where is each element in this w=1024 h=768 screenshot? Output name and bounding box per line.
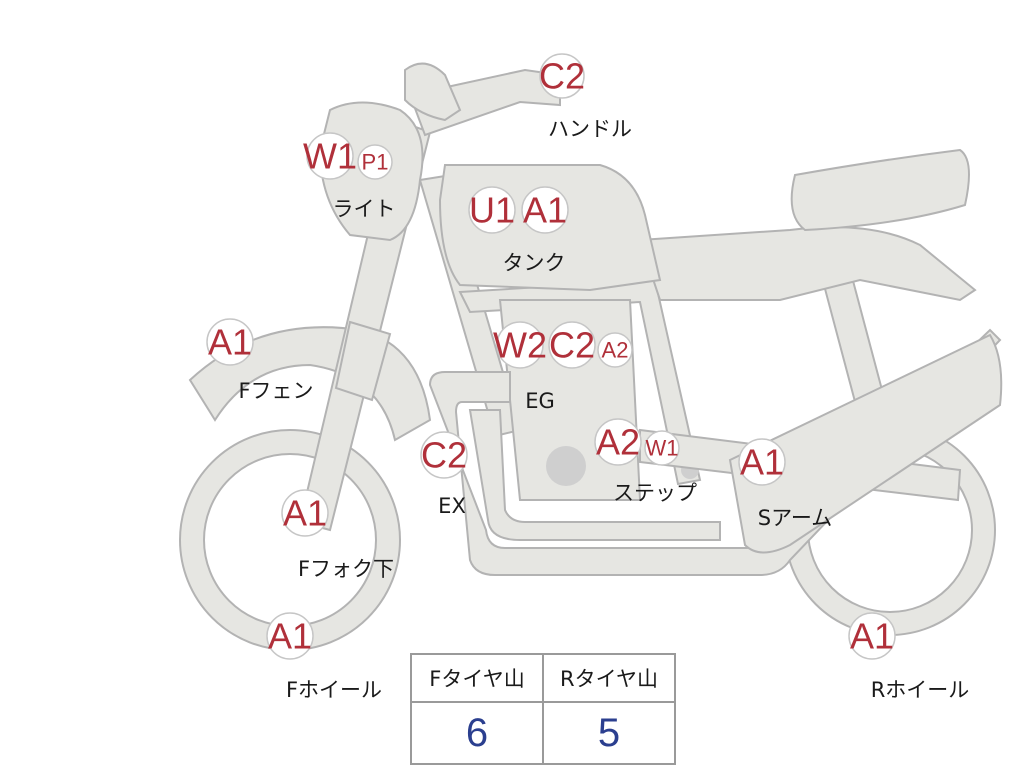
part-group-sarm: A1 Sアーム — [738, 438, 832, 530]
ex-badge: C2 — [420, 431, 468, 479]
part-group-ex: C2 EX — [420, 431, 468, 518]
seat-tail-shape — [638, 226, 977, 302]
svg-text:A2: A2 — [596, 422, 640, 463]
fork-bracket-shape — [334, 320, 392, 402]
part-group-ffender: A1 Fフェン — [206, 318, 314, 403]
part-group-handle: C2 ハンドル — [539, 53, 632, 141]
sarm-badge: A1 — [738, 438, 786, 486]
tank-label: タンク — [503, 251, 566, 275]
ffork-badge: A1 — [281, 489, 329, 537]
sarm-label: Sアーム — [758, 506, 832, 530]
svg-text:A1: A1 — [740, 442, 784, 483]
engine-cover-detail — [546, 446, 586, 486]
ffork-label: Fフォク下 — [298, 557, 394, 581]
front-wheel-inner — [203, 453, 377, 627]
svg-text:U1: U1 — [469, 190, 515, 231]
svg-text:C2: C2 — [549, 325, 595, 366]
inner-pipe-shape — [468, 409, 721, 541]
rear-tire-tread-header: Rタイヤ山 — [542, 653, 676, 703]
svg-text:A1: A1 — [268, 616, 312, 657]
ffender-badge: A1 — [206, 318, 254, 366]
handle-label: ハンドル — [548, 117, 632, 141]
rwheel-badge: A1 — [848, 612, 896, 660]
part-group-ffork: A1 Fフォク下 — [281, 489, 394, 581]
step-label: ステップ — [613, 481, 697, 505]
svg-text:W2: W2 — [493, 325, 547, 366]
fwheel-badge: A1 — [266, 612, 314, 660]
ffender-label: Fフェン — [238, 379, 313, 403]
rwheel-label: Rホイール — [871, 678, 970, 702]
handle-badge: C2 — [539, 53, 585, 99]
svg-text:P1: P1 — [362, 150, 389, 175]
step-badge-w1: W1 — [644, 430, 680, 466]
part-group-step: A2 W1 ステップ — [594, 418, 697, 505]
light-badge-w1: W1 — [303, 132, 357, 180]
rear-tire-tread-value: 5 — [542, 701, 676, 765]
part-group-rwheel: A1 Rホイール — [848, 612, 970, 702]
front-tire-tread-value: 6 — [410, 701, 544, 765]
svg-text:A1: A1 — [283, 493, 327, 534]
part-group-tank: U1 A1 タンク — [468, 186, 569, 275]
svg-text:A1: A1 — [208, 322, 252, 363]
svg-text:W1: W1 — [303, 136, 357, 177]
tire-tread-value-row: 6 5 — [410, 701, 676, 765]
fwheel-label: Fホイール — [286, 678, 382, 702]
light-badge-p1: P1 — [357, 144, 393, 180]
eg-label: EG — [525, 389, 555, 413]
part-group-fwheel: A1 Fホイール — [266, 612, 382, 702]
light-label: ライト — [333, 197, 396, 221]
svg-text:C2: C2 — [421, 435, 467, 476]
part-group-light: W1 P1 ライト — [303, 132, 396, 221]
eg-badge-a2: A2 — [597, 332, 633, 368]
tire-tread-header-row: Fタイヤ山 Rタイヤ山 — [410, 653, 676, 703]
tank-badge-a1: A1 — [521, 186, 569, 234]
tire-tread-table: Fタイヤ山 Rタイヤ山 6 5 — [410, 653, 676, 765]
seat-top-shape — [790, 148, 970, 232]
svg-text:A1: A1 — [523, 190, 567, 231]
mirror-shape — [404, 62, 462, 122]
svg-text:A1: A1 — [850, 616, 894, 657]
svg-text:C2: C2 — [539, 56, 585, 97]
svg-text:A2: A2 — [602, 338, 629, 363]
step-badge-a2: A2 — [594, 418, 642, 466]
svg-text:W1: W1 — [646, 436, 679, 461]
front-tire-tread-header: Fタイヤ山 — [410, 653, 544, 703]
part-group-eg: W2 C2 A2 EG — [493, 321, 633, 413]
tank-badge-u1: U1 — [468, 186, 516, 234]
eg-badge-c2: C2 — [548, 321, 596, 369]
swing-arm-shape — [728, 333, 1003, 554]
ex-label: EX — [438, 494, 466, 518]
eg-badge-w2: W2 — [493, 321, 547, 369]
